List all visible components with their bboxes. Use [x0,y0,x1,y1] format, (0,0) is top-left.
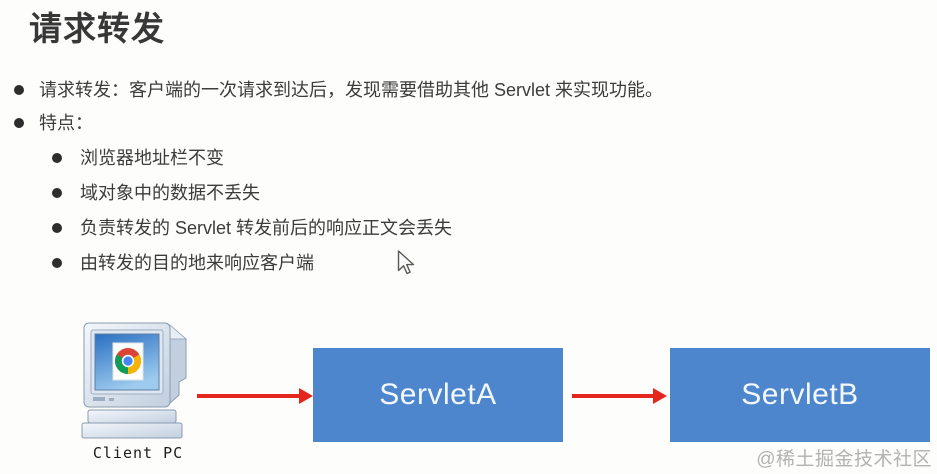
feature-item: 域对象中的数据不丢失 [52,182,260,204]
bullet-item: 特点： [14,112,93,134]
client-pc-label: Client PC [92,444,184,462]
servleta-node: ServletA [313,348,563,442]
watermark: @稀土掘金技术社区 [756,449,932,470]
bullet-text: 请求转发：客户端的一次请求到达后，发现需要借助其他 Servlet 来实现功能。 [39,80,664,100]
client-pc-chrome-icon [81,322,188,439]
bullet-icon [52,153,62,163]
arrow-shaft [197,394,300,398]
feature-text: 域对象中的数据不丢失 [80,183,260,203]
bullet-icon [52,188,62,198]
page-title: 请求转发 [29,10,165,47]
feature-item: 负责转发的 Servlet 转发前后的响应正文会丢失 [52,217,452,239]
bullet-icon [14,118,24,128]
bullet-text: 特点： [39,113,93,133]
bullet-icon [14,85,24,95]
bullet-icon [52,258,62,268]
arrow-head-icon [299,388,313,404]
arrow-client-to-servleta [197,388,313,404]
feature-item: 浏览器地址栏不变 [52,147,224,169]
arrow-shaft [572,394,654,398]
mouse-cursor-icon [397,250,415,275]
feature-text: 负责转发的 Servlet 转发前后的响应正文会丢失 [80,218,453,238]
chrome-logo-icon [114,348,142,374]
client-pc-node: Client PC [72,318,204,468]
bullet-icon [52,223,62,233]
arrow-servleta-to-servletb [572,388,667,404]
arrow-head-icon [653,388,667,404]
feature-item: 由转发的目的地来响应客户端 [52,252,314,274]
bullet-item: 请求转发：客户端的一次请求到达后，发现需要借助其他 Servlet 来实现功能。 [14,79,663,101]
feature-text: 由转发的目的地来响应客户端 [80,253,314,273]
servletb-node: ServletB [670,348,930,442]
feature-text: 浏览器地址栏不变 [80,148,224,168]
